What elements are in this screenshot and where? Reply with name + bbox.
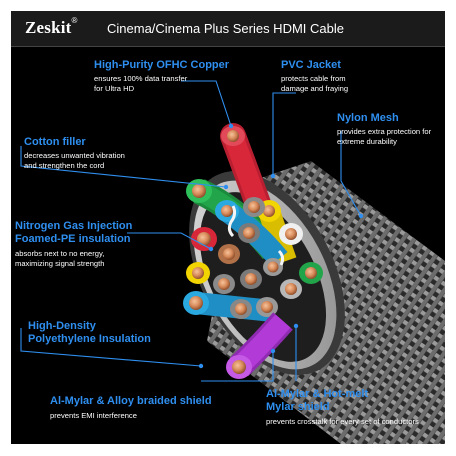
callout-hdpe-title-2: Polyethylene Insulation [28,333,151,345]
callout-hotmelt-desc: prevents crosstalk for every set of cond… [266,417,419,426]
callout-copper-title: High-Purity OFHC Copper [94,59,230,71]
callout-copper-desc-2: for Ultra HD [94,84,135,93]
series-title: Cinema/Cinema Plus Series HDMI Cable [107,21,344,36]
callout-pvc-desc-2: damage and fraying [281,84,349,93]
callout-hotmelt-title-1: Al-Mylar & Hot-melt [266,388,369,400]
callout-nitrogen-desc-2: maximizing signal strength [15,259,105,268]
callout-hdpe-title-1: High-Density [28,320,96,332]
brand-logo: Zeskit® [25,16,78,37]
conductor-wires [183,123,323,379]
callout-nitrogen-desc-1: absorbs next to no energy, [15,249,105,258]
callout-copper-desc-1: ensures 100% data transfer [94,74,188,83]
callout-nylon-desc-2: extreme durability [337,137,397,146]
callout-pvc-title: PVC Jacket [281,59,341,71]
callout-cotton-title: Cotton filler [24,136,86,148]
callout-nylon-desc-1: provides extra protection for [337,127,432,136]
callout-pvc-desc-1: protects cable from [281,74,346,83]
callout-dots [198,123,364,369]
callout-almylar-desc: prevents EMI interference [50,411,137,420]
callout-nitrogen-title-1: Nitrogen Gas Injection [15,220,133,232]
infographic-panel: Zeskit® Cinema/Cinema Plus Series HDMI C… [11,11,445,444]
callout-almylar-title: Al-Mylar & Alloy braided shield [50,395,212,407]
cable-cross-section-illustration [20,80,445,444]
title-bar: Zeskit® Cinema/Cinema Plus Series HDMI C… [11,11,445,47]
callout-nylon-title: Nylon Mesh [337,112,399,124]
callout-cotton-desc-1: decreases unwanted vibration [24,151,125,160]
callout-nitrogen-title-2: Foamed-PE insulation [15,233,131,245]
callout-lines [20,80,362,382]
callout-cotton-desc-2: and strengthen the cord [24,161,105,170]
callout-hotmelt-title-2: Mylar shield [266,401,330,413]
